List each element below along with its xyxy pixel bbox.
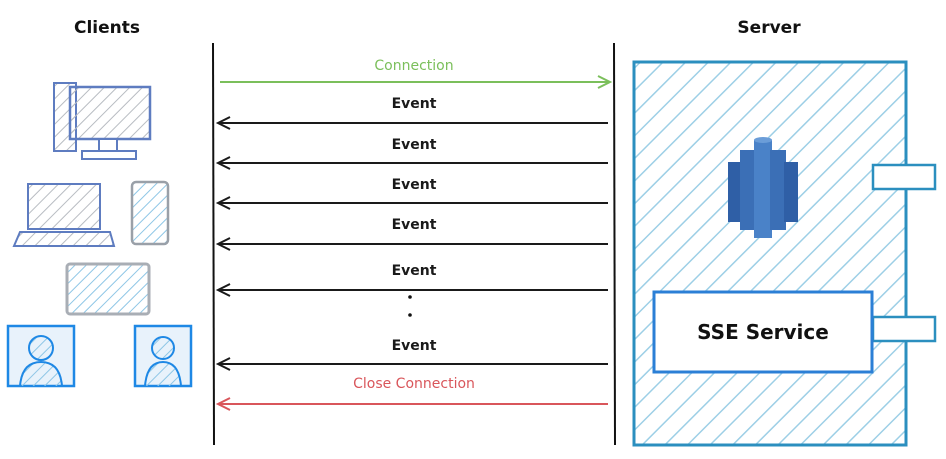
message-arrow: Close Connection bbox=[215, 376, 608, 411]
message-label: Close Connection bbox=[353, 376, 475, 392]
arrow-head bbox=[215, 237, 231, 251]
server-lifeline bbox=[613, 42, 616, 446]
message-arrow: Event bbox=[215, 177, 608, 210]
server-port-top bbox=[871, 163, 937, 191]
message-label: Event bbox=[392, 177, 437, 193]
sse-service-label: SSE Service bbox=[697, 320, 829, 344]
message-arrow: Event bbox=[215, 137, 608, 170]
laptop-icon bbox=[12, 183, 116, 247]
arrow-head bbox=[215, 283, 231, 297]
smartphone-icon bbox=[130, 180, 170, 246]
arrow-head bbox=[215, 156, 231, 170]
message-label: Event bbox=[392, 96, 437, 112]
arrow-head bbox=[215, 116, 231, 130]
continuation-dots bbox=[408, 295, 412, 317]
client-lifeline bbox=[212, 42, 215, 446]
message-arrow: Event bbox=[215, 96, 608, 130]
message-arrow: Event bbox=[215, 263, 608, 297]
user-avatar-icon bbox=[6, 324, 76, 388]
arrow-head bbox=[215, 196, 231, 210]
desktop-computer-icon bbox=[53, 82, 152, 160]
message-label: Event bbox=[392, 137, 437, 153]
message-label: Event bbox=[392, 217, 437, 233]
message-arrow: Connection bbox=[220, 58, 613, 89]
message-arrow: Event bbox=[215, 338, 608, 371]
server-box bbox=[632, 60, 937, 447]
tablet-icon bbox=[65, 262, 151, 316]
message-label: Connection bbox=[374, 58, 453, 74]
message-label: Event bbox=[392, 338, 437, 354]
arrow-head bbox=[215, 357, 231, 371]
arrow-head bbox=[215, 397, 231, 411]
arrow-head bbox=[597, 75, 613, 89]
message-label: Event bbox=[392, 263, 437, 279]
message-arrow: Event bbox=[215, 217, 608, 251]
sse-service-box: SSE Service bbox=[652, 290, 874, 374]
message-list: ConnectionEventEventEventEventEventEvent… bbox=[215, 58, 613, 411]
server-header: Server bbox=[737, 18, 801, 38]
database-cylinders-icon bbox=[728, 137, 798, 238]
clients-header: Clients bbox=[74, 18, 140, 38]
user-avatar-icon bbox=[133, 324, 193, 388]
server-port-bottom bbox=[871, 315, 937, 343]
